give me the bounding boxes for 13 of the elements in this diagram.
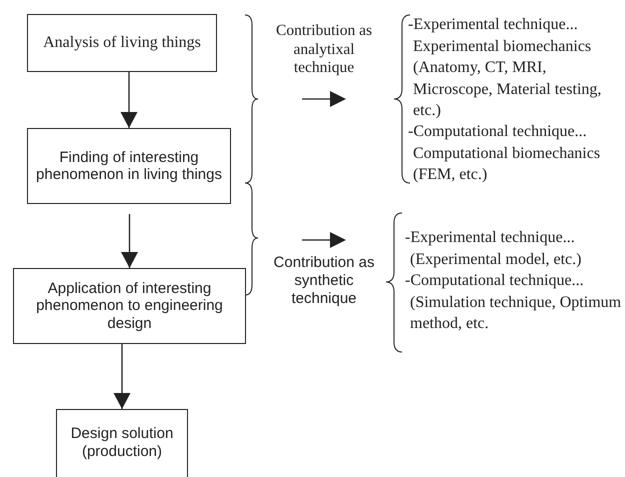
annotation-text: Contribution as synthetic technique xyxy=(272,254,376,308)
description-text: -Computational technique... (Simulation technique, Optimum method, etc. xyxy=(405,271,622,334)
description-text: -Computational technique... Computational biomechanics (FEM, etc.) xyxy=(408,122,602,185)
process-box: Application of interesting phenomenon to engineering design xyxy=(13,268,246,344)
annotation-text: Contribution as analytixal technique xyxy=(274,22,373,78)
process-box: Analysis of living things xyxy=(27,14,217,72)
process-box: Design solution (production) xyxy=(56,409,188,477)
description-text: -Experimental technique... Experimental biomechanics (Anatomy, CT, MRI, Microscope, Material testing, etc.) xyxy=(408,15,602,121)
description-text: -Experimental technique... (Experimental model, etc.) xyxy=(405,228,582,270)
arrow xyxy=(120,72,138,128)
arrow xyxy=(121,214,138,268)
arrow xyxy=(114,344,130,409)
process-box: Finding of interesting phenomenon in living things xyxy=(27,128,231,204)
